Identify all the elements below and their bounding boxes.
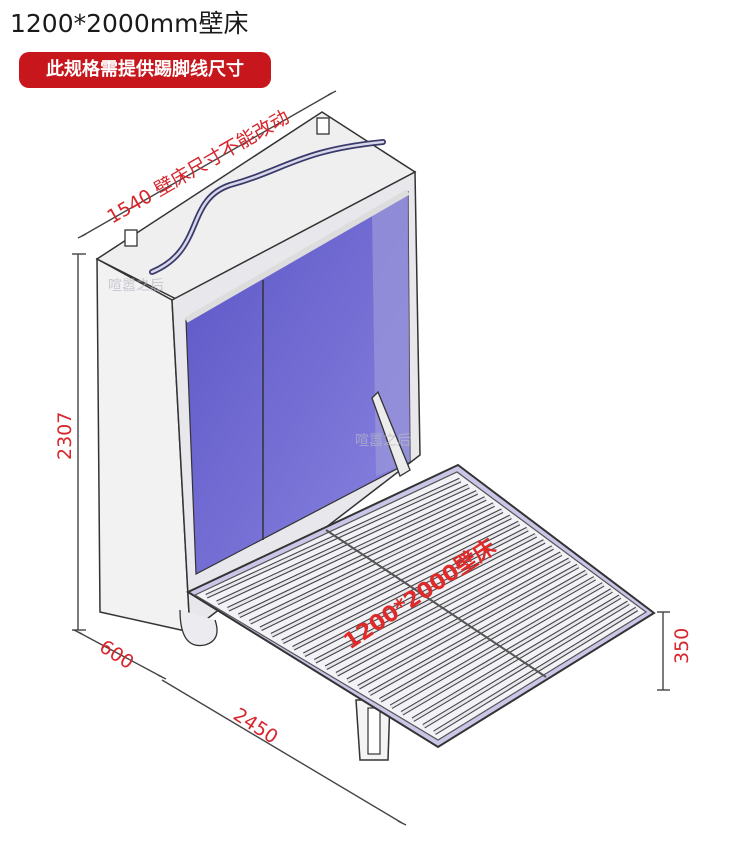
bed-slat — [270, 515, 512, 637]
bed-slat — [336, 552, 562, 676]
bed-height-label: 350 — [671, 628, 693, 664]
total-length-label: 2450 — [229, 704, 282, 749]
bed-slat — [390, 583, 604, 708]
bed-slat — [346, 558, 571, 682]
bed-slat — [357, 564, 579, 689]
bed-slat — [216, 484, 470, 605]
page-title: 1200*2000mm壁床 — [10, 9, 249, 38]
bed-slat — [238, 497, 487, 618]
bed-slat — [314, 540, 545, 663]
watermark: 喧嚣之后 — [108, 278, 164, 294]
bed-slat — [292, 527, 529, 650]
depth-label: 600 — [95, 636, 137, 674]
bed-slat — [227, 491, 478, 611]
cabinet — [95, 111, 421, 647]
bed-slat — [281, 521, 520, 644]
height-label: 2307 — [54, 412, 76, 460]
bed-slat — [379, 577, 596, 702]
notice-badge: 此规格需提供踢脚线尺寸 — [19, 52, 271, 88]
bed-slat — [260, 509, 503, 631]
bed-slat — [368, 570, 588, 695]
bed-slat — [303, 534, 537, 656]
bed-slat — [205, 478, 461, 598]
watermark: 喧嚣之后 — [355, 433, 411, 449]
bed-slat — [325, 546, 554, 669]
dimension-lines — [72, 90, 670, 826]
bed-frame — [185, 463, 656, 749]
bed-slat — [249, 503, 495, 624]
